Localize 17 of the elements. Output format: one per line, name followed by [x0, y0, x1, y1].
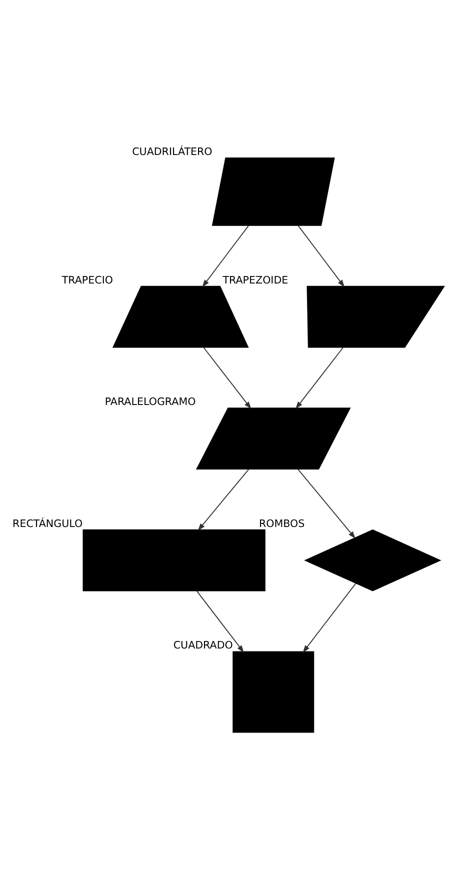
node-box [232, 651, 314, 733]
arrow [203, 346, 252, 410]
arrow [297, 468, 356, 539]
arrow [302, 582, 356, 653]
node-label: CUADRILÁTERO [132, 146, 212, 158]
arrow [198, 468, 250, 531]
node-label: TRAPEZOIDE [222, 274, 288, 286]
node-label: RECTÁNGULO [12, 518, 83, 530]
arrow [202, 225, 249, 288]
arrow [196, 590, 244, 653]
node-label: PARALELOGRAMO [104, 396, 196, 408]
arrow [298, 225, 345, 288]
node-label: CUADRADO [173, 640, 233, 652]
node-box [82, 529, 266, 592]
arrow [296, 346, 344, 410]
node-label: TRAPECIO [62, 274, 113, 286]
node-label: ROMBOS [258, 518, 305, 530]
